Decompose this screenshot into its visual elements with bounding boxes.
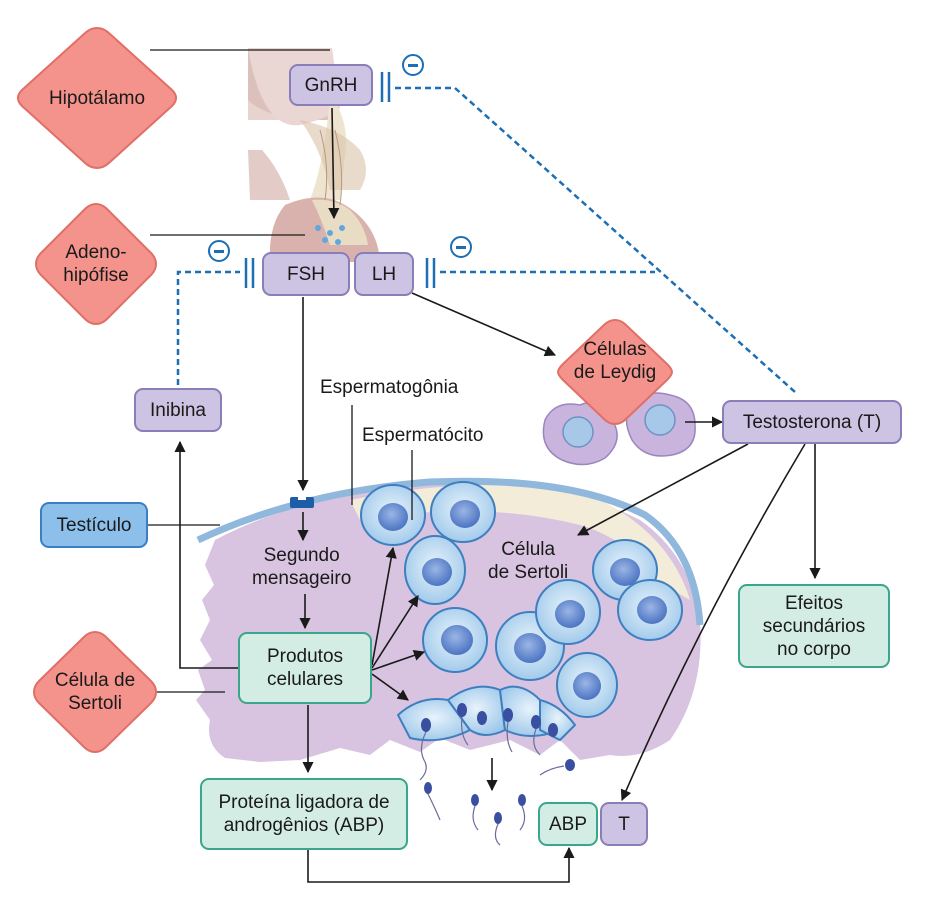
produtos-label-line1: Produtos: [266, 646, 344, 667]
leydig-cells: [542, 392, 696, 466]
hipotalamo-label: Hipotálamo: [48, 87, 146, 109]
adenohipofise-node: Adeno- hipófise: [32, 200, 160, 328]
espermatogonia-label: Espermatogônia: [320, 377, 459, 398]
adenohipofise-label-line2: hipófise: [63, 265, 129, 286]
hipotalamo-node: Hipotálamo: [14, 24, 180, 172]
abp-label: ABP: [548, 813, 588, 835]
diamond-shape: [17, 26, 177, 170]
fsh-label: FSH: [287, 263, 325, 285]
leydig-label-line2: de Leydig: [573, 362, 657, 383]
celula-sertoli-label-line2: Sertoli: [68, 693, 122, 714]
testiculo-box: Testículo: [40, 502, 148, 548]
celula-sertoli-inner-label: Célula de Sertoli: [488, 538, 568, 584]
abp-box: ABP: [538, 802, 598, 846]
minus-icon-gnrh: [402, 54, 424, 76]
segundo-label-line1: Segundo: [263, 545, 340, 566]
diamond-shape: [32, 630, 158, 754]
produtos-label-line2: celulares: [266, 669, 344, 690]
minus-icon-lh: [450, 236, 472, 258]
segundo-label-line2: mensageiro: [252, 568, 352, 589]
celula-sertoli-inner-line2: de Sertoli: [488, 562, 569, 583]
abp-long-box: Proteína ligadora de androgênios (ABP): [200, 778, 408, 850]
efeitos-label-line1: Efeitos: [784, 592, 844, 614]
adenohipofise-label-line1: Adeno-: [65, 242, 127, 263]
pointer-lines: [148, 49, 413, 693]
arrows: [174, 107, 821, 883]
fsh-box: FSH: [262, 252, 350, 296]
leydig-label-line1: Células: [583, 339, 647, 360]
segundo-mensageiro-label: Segundo mensageiro: [252, 544, 351, 590]
efeitos-box: Efeitos secundários no corpo: [738, 584, 890, 668]
inhibition-bars: [244, 72, 436, 288]
abp-long-label-line2: androgênios (ABP): [223, 815, 385, 836]
produtos-box: Produtos celulares: [238, 632, 372, 704]
testosterona-box: Testosterona (T): [722, 400, 902, 444]
efeitos-label-line3: no corpo: [777, 638, 851, 660]
abp-long-label-line1: Proteína ligadora de: [218, 792, 390, 813]
efeitos-label-line2: secundários: [762, 615, 866, 637]
espermatocito-label: Espermatócito: [362, 425, 484, 446]
celula-sertoli-node: Célula de Sertoli: [30, 628, 160, 756]
gnrh-label: GnRH: [304, 74, 358, 96]
inibina-box: Inibina: [134, 388, 222, 432]
minus-icon-fsh: [208, 240, 230, 262]
diamond-shape: [34, 202, 158, 326]
leydig-node: Células de Leydig: [554, 316, 676, 428]
celula-sertoli-inner-line1: Célula: [501, 539, 556, 560]
inhibition-lines: [176, 86, 796, 393]
inibina-label: Inibina: [150, 399, 206, 421]
t-label: T: [618, 813, 630, 835]
testosterona-label: Testosterona (T): [742, 411, 882, 433]
t-box: T: [600, 802, 648, 846]
gnrh-box: GnRH: [289, 64, 373, 106]
testiculo-label: Testículo: [56, 514, 132, 536]
lh-label: LH: [371, 263, 397, 285]
diamond-shape: [556, 318, 674, 426]
celula-sertoli-label-line1: Célula de: [54, 670, 136, 691]
germ-cells: [360, 481, 683, 846]
lh-box: LH: [354, 252, 414, 296]
